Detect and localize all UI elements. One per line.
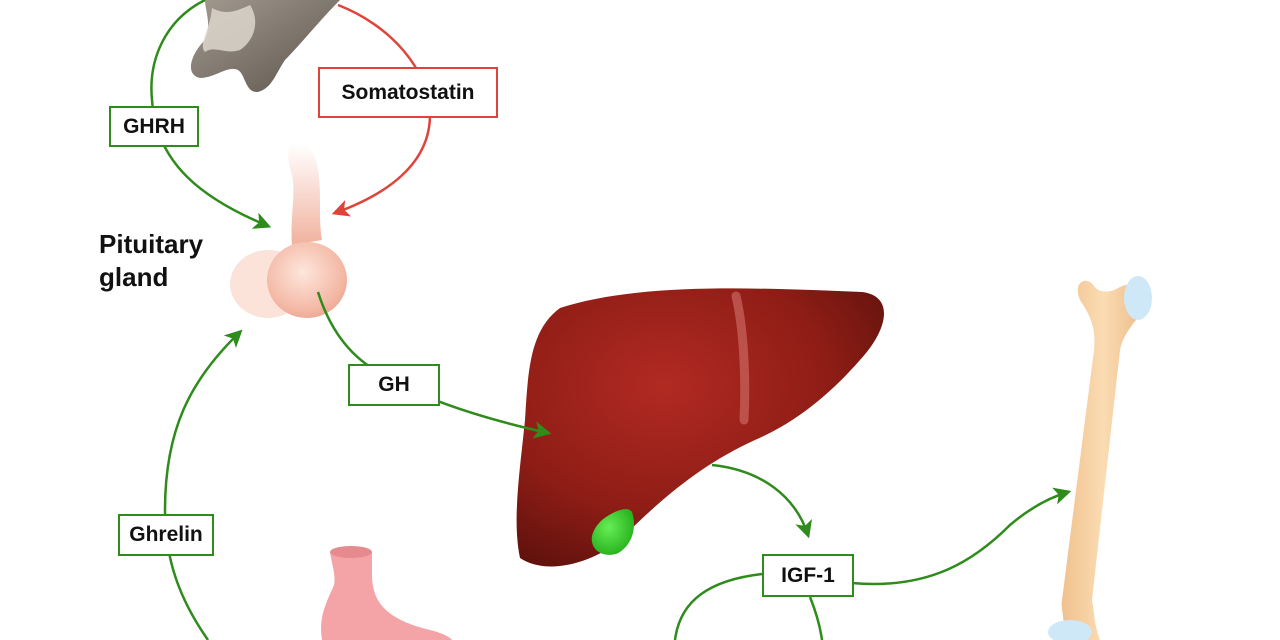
liver-to-igf1-arrow xyxy=(712,465,808,535)
gh-arrow xyxy=(318,292,548,433)
ghrelin-label: Ghrelin xyxy=(118,514,214,556)
pituitary-gland-title: Pituitary gland xyxy=(99,228,203,294)
ghrelin-arrow xyxy=(165,332,240,640)
igf1-feedback-line xyxy=(675,574,762,640)
stomach-shape xyxy=(321,546,452,640)
liver-shape xyxy=(517,288,884,566)
bone-shape xyxy=(1048,276,1152,640)
pituitary-title-line1: Pituitary xyxy=(99,228,203,261)
igf1-label: IGF-1 xyxy=(762,554,854,597)
igf1-to-bone-arrow xyxy=(852,492,1068,584)
somatostatin-label: Somatostatin xyxy=(318,67,498,118)
ghrh-label: GHRH xyxy=(109,106,199,147)
gh-label: GH xyxy=(348,364,440,406)
igf1-down-line xyxy=(810,597,822,640)
pituitary-title-line2: gland xyxy=(99,261,203,294)
pituitary-gland-shape xyxy=(230,144,347,318)
